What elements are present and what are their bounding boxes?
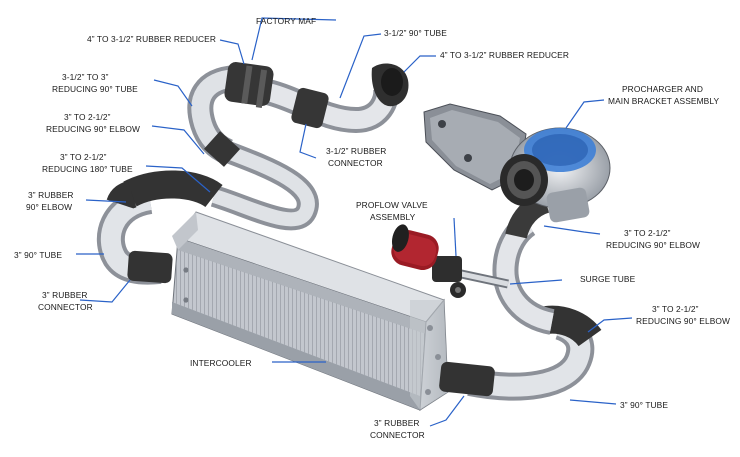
label-procharger-line2: MAIN BRACKET ASSEMBLY bbox=[608, 96, 719, 106]
label-factory-maf: FACTORY MAF bbox=[256, 16, 316, 26]
label-rubber-elbow-line1: 3” RUBBER bbox=[28, 190, 74, 200]
label-proflow-line1: PROFLOW VALVE bbox=[356, 200, 428, 210]
bracket-hole bbox=[438, 120, 446, 128]
procharger-outlet bbox=[546, 187, 590, 223]
label-connector-bottom-line2: CONNECTOR bbox=[370, 430, 425, 440]
label-reducer-top-left: 4” TO 3-1/2” RUBBER REDUCER bbox=[87, 34, 216, 44]
label-elbow-upper-line1: 3” TO 2-1/2” bbox=[64, 112, 111, 122]
label-tube-3-90-left: 3” 90° TUBE bbox=[14, 250, 62, 260]
maf-clamp bbox=[241, 65, 253, 104]
label-tube-180-line1: 3” TO 2-1/2” bbox=[60, 152, 107, 162]
label-tube-35-90: 3-1/2” 90° TUBE bbox=[384, 28, 447, 38]
label-reducing-tube-line2: REDUCING 90° TUBE bbox=[52, 84, 138, 94]
upper-intake-piping bbox=[187, 62, 409, 231]
left-lower-piping bbox=[96, 170, 223, 285]
intercooler bbox=[171, 211, 449, 411]
label-elbow-right-lower-line2: REDUCING 90° ELBOW bbox=[636, 316, 730, 326]
bottom-right-piping bbox=[439, 191, 602, 401]
bolt bbox=[427, 325, 433, 331]
procharger-assembly bbox=[423, 103, 611, 223]
maf-clamp-2 bbox=[255, 69, 268, 109]
reducing-elbow-right-lower bbox=[544, 305, 602, 347]
label-elbow-right-lower-line1: 3” TO 2-1/2” bbox=[652, 304, 699, 314]
label-connector-bottom-line1: 3” RUBBER bbox=[374, 418, 420, 428]
label-procharger-line1: PROCHARGER AND bbox=[622, 84, 703, 94]
label-rubber-elbow-line2: 90° ELBOW bbox=[26, 202, 72, 212]
label-connector-left-line2: CONNECTOR bbox=[38, 302, 93, 312]
bolt bbox=[183, 267, 189, 273]
label-proflow-line2: ASSEMBLY bbox=[370, 212, 416, 222]
rubber-elbow-upper bbox=[203, 131, 241, 167]
label-reducing-tube-line1: 3-1/2” TO 3” bbox=[62, 72, 109, 82]
label-connector-35-line2: CONNECTOR bbox=[328, 158, 383, 168]
bracket-hole bbox=[464, 154, 472, 162]
label-elbow-right-upper-line1: 3” TO 2-1/2” bbox=[624, 228, 671, 238]
label-surge-tube: SURGE TUBE bbox=[580, 274, 636, 284]
label-elbow-upper-line2: REDUCING 90° ELBOW bbox=[46, 124, 140, 134]
bolt bbox=[183, 297, 189, 303]
label-tube-180-line2: REDUCING 180° TUBE bbox=[42, 164, 133, 174]
rubber-90-elbow bbox=[123, 170, 223, 208]
leader-lines bbox=[76, 17, 633, 427]
rubber-connector-left bbox=[127, 250, 173, 284]
label-reducer-top-right: 4” TO 3-1/2” RUBBER REDUCER bbox=[440, 50, 569, 60]
label-tube-3-90-right: 3” 90° TUBE bbox=[620, 400, 668, 410]
air-filter-red bbox=[391, 224, 439, 271]
bolt bbox=[425, 389, 431, 395]
proflow-valve-assembly bbox=[391, 224, 509, 298]
rubber-connector-35 bbox=[291, 87, 329, 129]
label-intercooler: INTERCOOLER bbox=[190, 358, 252, 368]
rubber-connector-bottom bbox=[439, 361, 495, 397]
labels: FACTORY MAF 4” TO 3-1/2” RUBBER REDUCER … bbox=[14, 16, 730, 440]
label-connector-left-line1: 3” RUBBER bbox=[42, 290, 88, 300]
valve-body bbox=[432, 256, 462, 282]
bolt bbox=[435, 354, 441, 360]
label-connector-35-line1: 3-1/2” RUBBER bbox=[326, 146, 386, 156]
label-elbow-right-upper-line2: REDUCING 90° ELBOW bbox=[606, 240, 700, 250]
